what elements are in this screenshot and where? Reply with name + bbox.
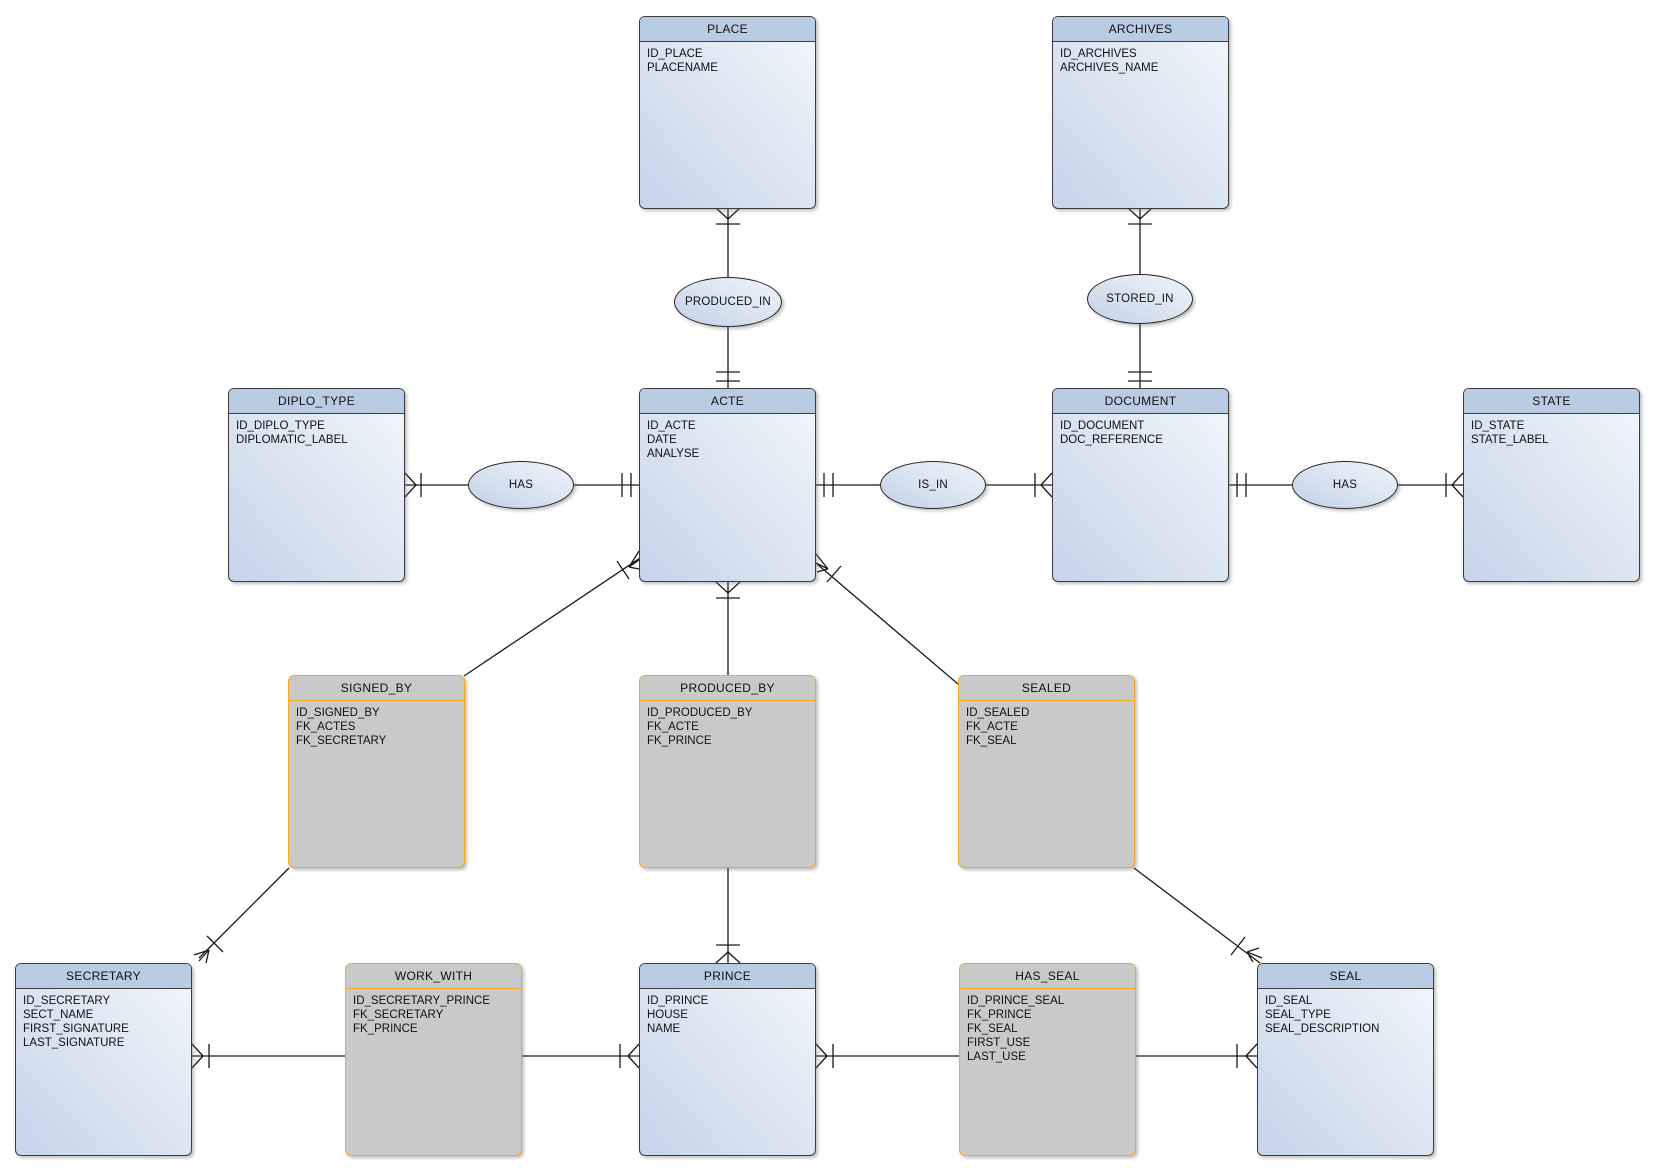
entity-field: ID_SEALED <box>966 707 1030 719</box>
entity-seal[interactable]: SEAL ID_SEAL SEAL_TYPE SEAL_DESCRIPTION <box>1257 963 1434 1156</box>
entity-field: FK_SEAL <box>967 1023 1018 1035</box>
relationship-has-state[interactable]: HAS <box>1292 461 1398 509</box>
junction-has-seal[interactable]: HAS_SEAL ID_PRINCE_SEAL FK_PRINCE FK_SEA… <box>959 963 1136 1156</box>
entity-field: ID_SIGNED_BY <box>296 707 380 719</box>
entity-field: FK_PRINCE <box>647 735 712 747</box>
relationship-stored-in[interactable]: STORED_IN <box>1087 274 1193 324</box>
connector-has-seal-seal <box>1136 1043 1258 1069</box>
junction-produced-by[interactable]: PRODUCED_BY ID_PRODUCED_BY FK_ACTE FK_PR… <box>639 675 816 868</box>
connector-sealed-seal <box>1133 867 1263 964</box>
relationship-is-in[interactable]: IS_IN <box>880 461 986 509</box>
entity-field: FK_SECRETARY <box>353 1009 444 1021</box>
entity-place-title: PLACE <box>640 17 815 42</box>
entity-prince[interactable]: PRINCE ID_PRINCE HOUSE NAME <box>639 963 816 1156</box>
entity-field: LAST_USE <box>967 1051 1026 1063</box>
relationship-label: STORED_IN <box>1106 293 1174 305</box>
entity-field: ID_PRINCE <box>647 995 709 1007</box>
entity-field: FK_ACTE <box>647 721 699 733</box>
connector-acte-signed-by <box>463 550 641 677</box>
relationship-label: HAS <box>508 479 534 491</box>
relationship-has-diplo[interactable]: HAS <box>468 461 574 509</box>
junction-work-with-title: WORK_WITH <box>346 964 521 989</box>
connector-document-has-state <box>1229 472 1464 498</box>
relationship-label: IS_IN <box>918 479 948 491</box>
junction-sealed-title: SEALED <box>959 676 1134 701</box>
entity-field: STATE_LABEL <box>1471 434 1549 446</box>
entity-field: FIRST_USE <box>967 1037 1031 1049</box>
connector-diplo-has-acte <box>404 472 639 498</box>
entity-archives-title: ARCHIVES <box>1053 17 1228 42</box>
junction-produced-by-title: PRODUCED_BY <box>640 676 815 701</box>
entity-field: DOC_REFERENCE <box>1060 434 1163 446</box>
entity-field: ID_ARCHIVES <box>1060 48 1137 60</box>
entity-field: SECT_NAME <box>23 1009 94 1021</box>
entity-prince-title: PRINCE <box>640 964 815 989</box>
entity-field: FK_ACTES <box>296 721 356 733</box>
connector-acte-sealed <box>815 553 959 685</box>
entity-state-title: STATE <box>1464 389 1639 414</box>
entity-field: SEAL_TYPE <box>1265 1009 1331 1021</box>
entity-document[interactable]: DOCUMENT ID_DOCUMENT DOC_REFERENCE <box>1052 388 1229 582</box>
entity-secretary-title: SECRETARY <box>16 964 191 989</box>
entity-field: ID_SECRETARY_PRINCE <box>353 995 490 1007</box>
entity-field: PLACENAME <box>647 62 718 74</box>
relationship-label: PRODUCED_IN <box>685 296 771 308</box>
entity-diplo-type[interactable]: DIPLO_TYPE ID_DIPLO_TYPE DIPLOMATIC_LABE… <box>228 388 405 582</box>
entity-field: FK_ACTE <box>966 721 1018 733</box>
entity-field: SEAL_DESCRIPTION <box>1265 1023 1380 1035</box>
entity-archives[interactable]: ARCHIVES ID_ARCHIVES ARCHIVES_NAME <box>1052 16 1229 209</box>
entity-field: ANALYSE <box>647 448 700 460</box>
relationship-produced-in[interactable]: PRODUCED_IN <box>674 277 782 327</box>
relationship-label: HAS <box>1332 479 1358 491</box>
entity-document-title: DOCUMENT <box>1053 389 1228 414</box>
entity-diplo-type-title: DIPLO_TYPE <box>229 389 404 414</box>
junction-signed-by[interactable]: SIGNED_BY ID_SIGNED_BY FK_ACTES FK_SECRE… <box>288 675 465 868</box>
entity-field: ID_STATE <box>1471 420 1525 432</box>
entity-acte[interactable]: ACTE ID_ACTE DATE ANALYSE <box>639 388 816 582</box>
connector-secretary-work-with <box>191 1043 345 1069</box>
entity-field: FK_SEAL <box>966 735 1017 747</box>
entity-field: ID_SECRETARY <box>23 995 111 1007</box>
entity-field: FK_PRINCE <box>353 1023 418 1035</box>
connector-prince-has-seal <box>815 1043 959 1069</box>
entity-field: LAST_SIGNATURE <box>23 1037 125 1049</box>
entity-field: ARCHIVES_NAME <box>1060 62 1159 74</box>
entity-field: ID_PRINCE_SEAL <box>967 995 1065 1007</box>
junction-work-with[interactable]: WORK_WITH ID_SECRETARY_PRINCE FK_SECRETA… <box>345 963 522 1156</box>
entity-field: DATE <box>647 434 677 446</box>
entity-acte-title: ACTE <box>640 389 815 414</box>
entity-field: FIRST_SIGNATURE <box>23 1023 129 1035</box>
entity-field: FK_PRINCE <box>967 1009 1032 1021</box>
entity-field: ID_DOCUMENT <box>1060 420 1145 432</box>
entity-field: ID_SEAL <box>1265 995 1313 1007</box>
entity-field: ID_PLACE <box>647 48 703 60</box>
connector-produced-by-prince <box>715 868 741 964</box>
connector-signed-by-secretary <box>193 867 290 964</box>
entity-field: NAME <box>647 1023 681 1035</box>
entity-secretary[interactable]: SECRETARY ID_SECRETARY SECT_NAME FIRST_S… <box>15 963 192 1156</box>
entity-field: ID_ACTE <box>647 420 696 432</box>
connector-archives-stored-in <box>1127 207 1153 388</box>
entity-place[interactable]: PLACE ID_PLACE PLACENAME <box>639 16 816 209</box>
entity-field: ID_DIPLO_TYPE <box>236 420 325 432</box>
entity-state[interactable]: STATE ID_STATE STATE_LABEL <box>1463 388 1640 582</box>
entity-field: HOUSE <box>647 1009 688 1021</box>
entity-field: ID_PRODUCED_BY <box>647 707 753 719</box>
entity-field: DIPLOMATIC_LABEL <box>236 434 348 446</box>
entity-seal-title: SEAL <box>1258 964 1433 989</box>
connector-acte-is-in-document <box>816 472 1053 498</box>
connector-acte-produced-by <box>715 581 741 675</box>
entity-field: FK_SECRETARY <box>296 735 387 747</box>
connector-work-with-prince <box>522 1043 640 1069</box>
junction-signed-by-title: SIGNED_BY <box>289 676 464 701</box>
junction-has-seal-title: HAS_SEAL <box>960 964 1135 989</box>
connector-place-produced-in <box>715 207 741 388</box>
junction-sealed[interactable]: SEALED ID_SEALED FK_ACTE FK_SEAL <box>958 675 1135 868</box>
